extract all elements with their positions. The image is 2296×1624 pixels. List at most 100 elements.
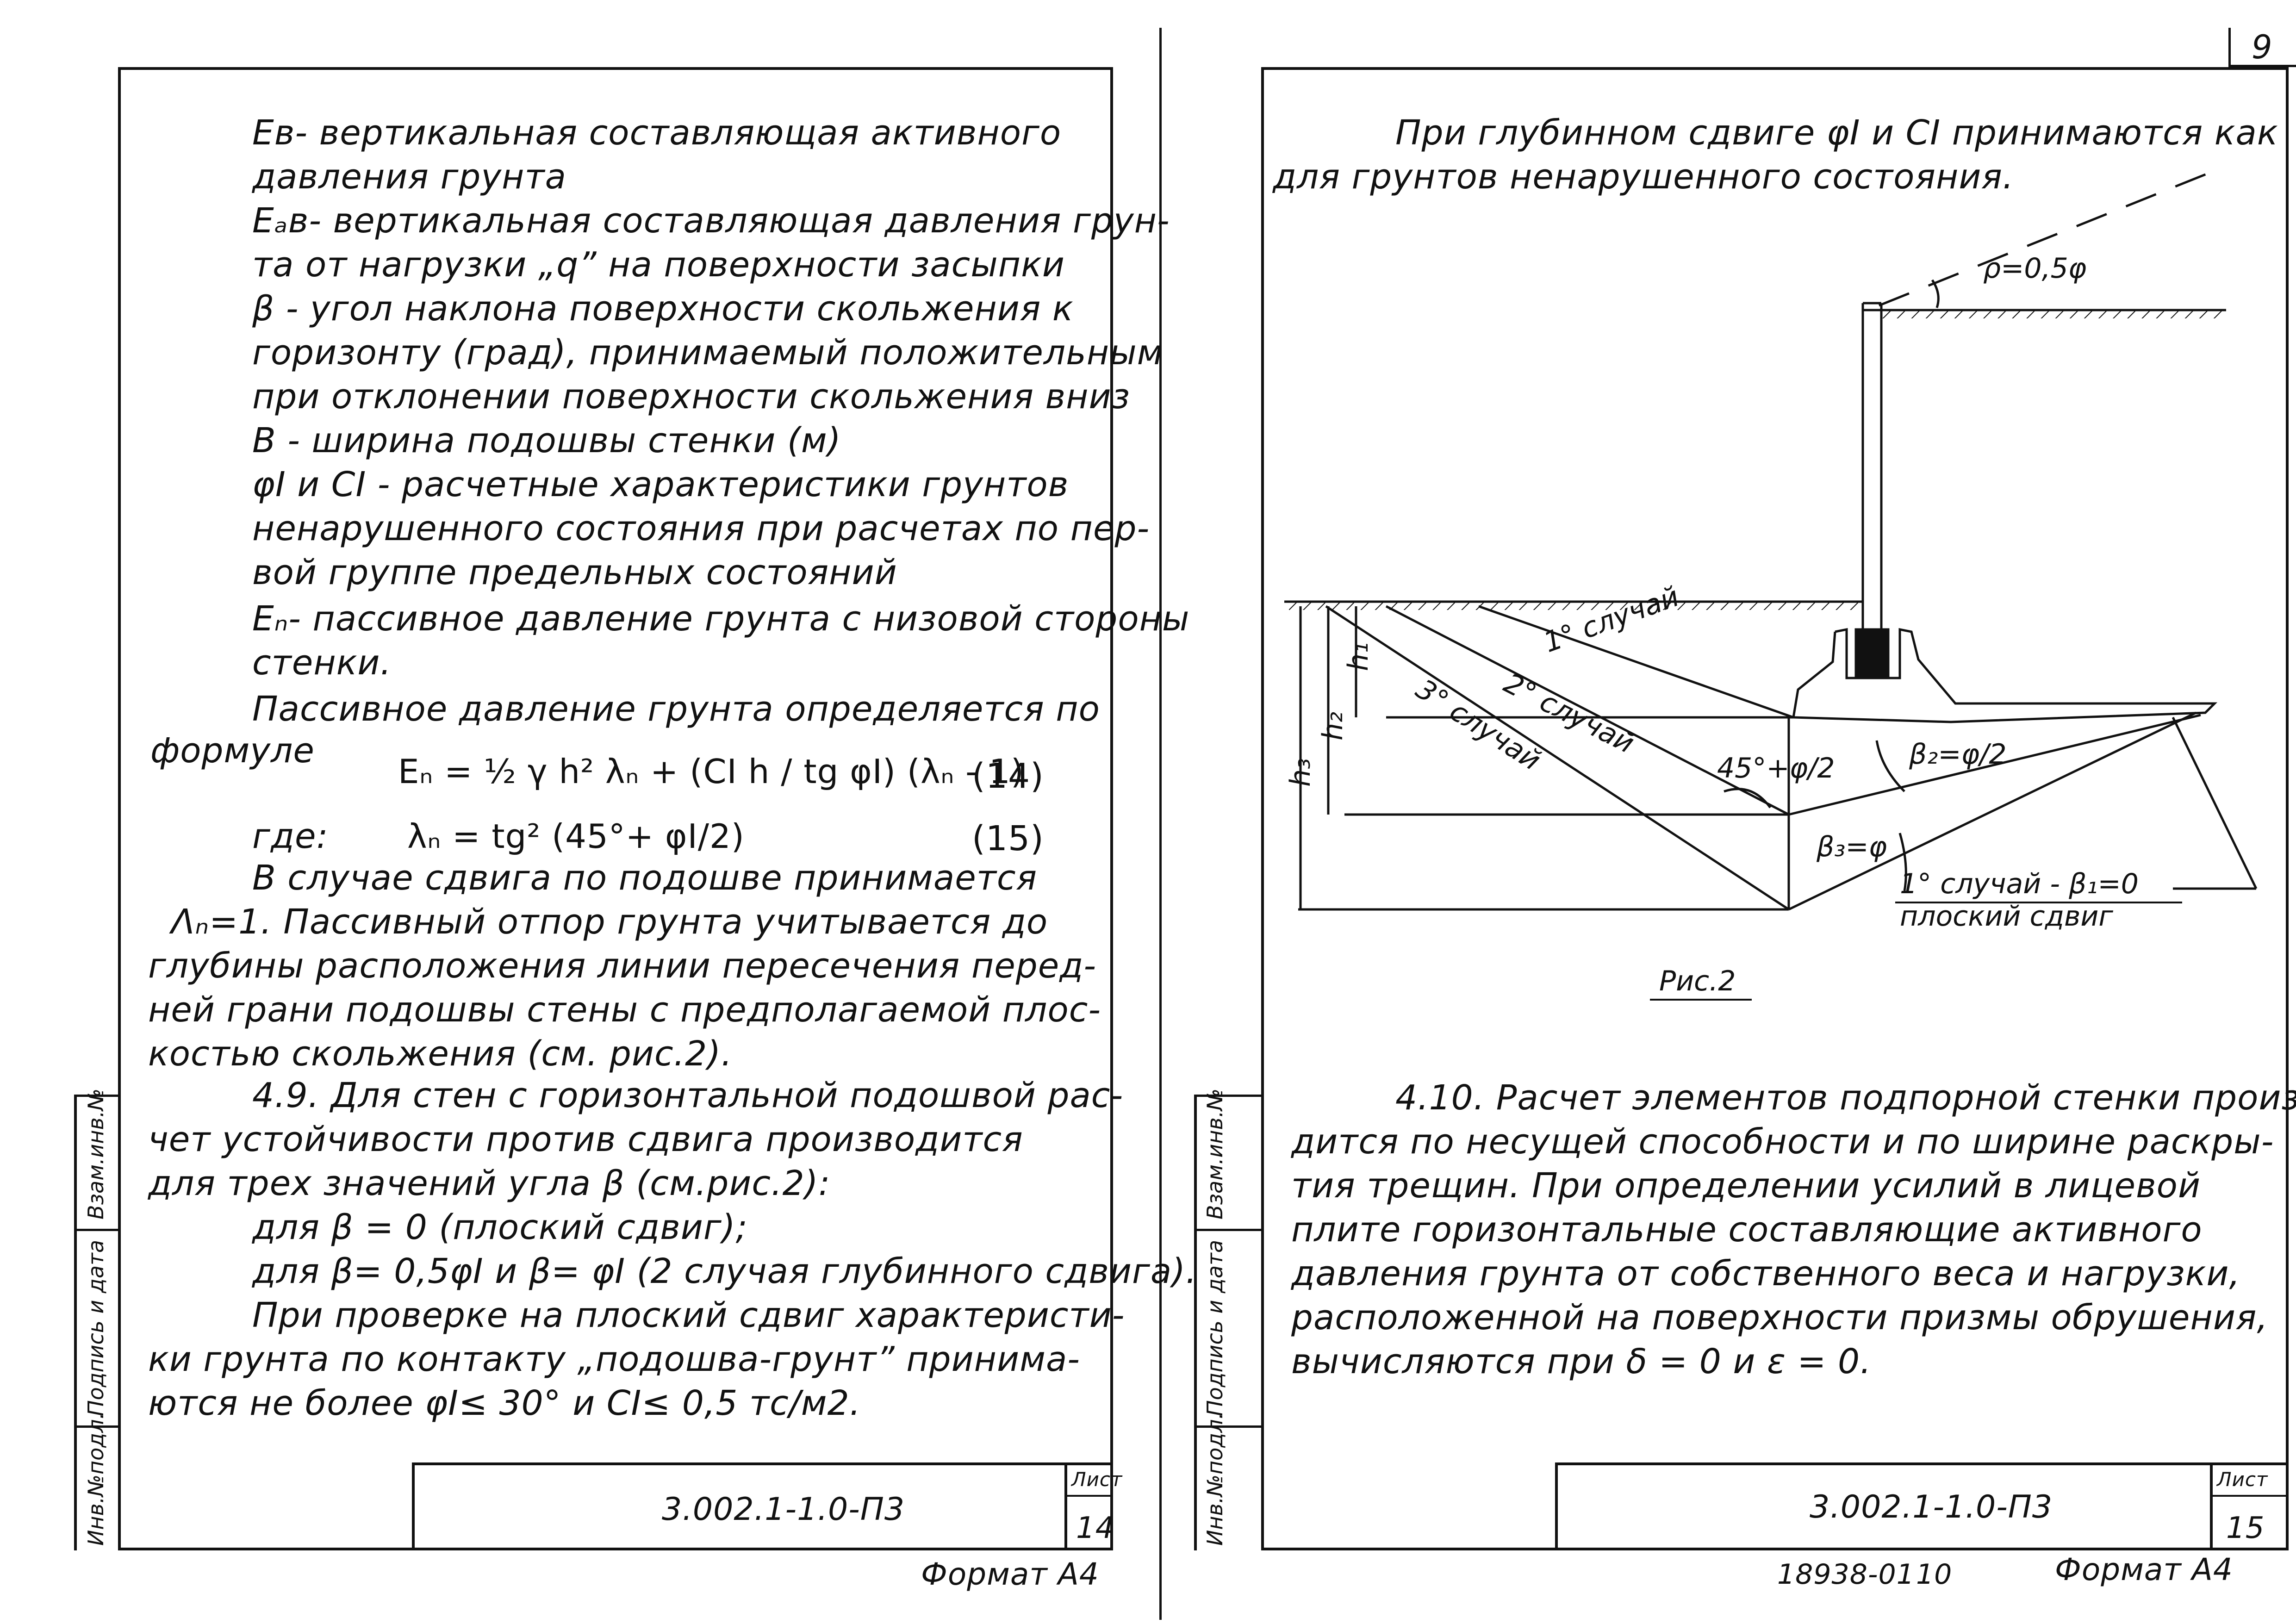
right-stamp-top [1555,1462,2289,1465]
slope-dashed-line [1879,172,2208,307]
right-sheet-label: Лист [2217,1468,2268,1491]
left-line: ются не более φΙ≤ 30° и CΙ≤ 0,5 тс/м2. [148,1383,861,1423]
right-sheet-number: 15 [2226,1511,2265,1545]
h3-label: h₃ [1284,758,1317,787]
left-format: Формат А4 [921,1556,1099,1592]
lower-ground-hatch [1289,602,1858,610]
left-line: При проверке на плоский сдвиг характерис… [252,1295,1125,1335]
case1-label: 1° случай [1539,580,1683,659]
right-line: вычисляются при δ = 0 и ε = 0. [1291,1342,1872,1381]
h1-label: h₁ [1342,642,1375,671]
left-line: В случае сдвига по подошве принимается [252,858,1038,898]
center-divider [1159,28,1162,1620]
left-line: Пассивное давление грунта определяется п… [252,689,1100,729]
figure-2-diagram: ρ=0,5φ 1° случай 2° случай 3° случай h₁ … [1284,172,2258,1001]
left-stamp-top [412,1462,1113,1465]
case2-slip-line [1385,605,1790,816]
left-line: Eₐв- вертикальная составляющая давления … [252,201,1170,241]
left-line: та от нагрузки „q” на поверхности засыпк… [252,245,1065,285]
right-side-label-signature: Подпись и дата [1202,1239,1227,1416]
formula-15: λₙ = tg² (45°+ φΙ/2) [407,817,745,856]
right-stamp-right-col [2210,1462,2213,1550]
beta2-ray [1788,714,2201,816]
left-side-label-replaced: Взам.инв.№ [83,1088,108,1220]
left-line: φΙ и CΙ - расчетные характеристики грунт… [252,465,1069,504]
left-line: глубины расположения линии пересечения п… [148,946,1097,986]
left-line: формуле [150,731,315,771]
right-side-label-inv: Инв.№подл. [1202,1412,1227,1546]
left-line: горизонту (град), принимаемый положитель… [252,333,1164,373]
left-side-label-signature: Подпись и дата [83,1239,108,1416]
right-page-frame [1261,67,2289,1550]
formula-14: Eₙ = ½ γ h² λₙ + (CΙ h / tg φΙ) (λₙ - 1) [398,752,1024,791]
left-line: ки грунта по контакту „подошва-грунт” пр… [148,1339,1081,1379]
page-number-bar [2228,28,2231,67]
page-number: 9 [2252,28,2273,66]
left-line: при отклонении поверхности скольжения вн… [252,377,1130,417]
right-format: Формат А4 [2055,1552,2233,1587]
right-side-label-replaced: Взам.инв.№ [1202,1088,1227,1220]
right-line: 4.10. Расчет элементов подпорной стенки … [1395,1078,2296,1118]
left-line: B - ширина подошвы стенки (м) [252,421,841,460]
h2-label: h₂ [1317,712,1349,740]
rho-arc [1931,279,1940,308]
case3-slip-line [1325,605,1790,911]
left-line: для β= 0,5φΙ и β= φΙ (2 случая глубинног… [252,1251,1197,1291]
left-stamp-code: 3.002.1-1.0-П3 [662,1491,905,1528]
right-stamp-code: 3.002.1-1.0-П3 [1810,1489,2053,1525]
right-bottom-number: 18938-01 [1777,1558,1915,1591]
right-stamp-left [1555,1462,1558,1550]
right-stamp-sheet-div [2210,1495,2289,1497]
left-side-strip-divider-2 [74,1229,120,1231]
top-ground-hatch [1881,310,2224,318]
left-line: стенки. [252,643,392,683]
left-side-label-inv: Инв.№подл. [83,1412,108,1546]
case1-note2: плоский сдвиг [1900,900,2113,933]
right-side-strip-divider-1 [1194,1095,1263,1097]
formula-15-number: (15) [972,819,1044,859]
beta3-ray [1788,711,2197,911]
rho-label: ρ=0,5φ [1983,252,2086,285]
left-line: для β = 0 (плоский сдвиг); [252,1207,748,1247]
right-side-strip-divider-3 [1194,1425,1263,1428]
right-side-strip-divider-2 [1194,1229,1263,1231]
left-line: β - угол наклона поверхности скольжения … [252,289,1074,329]
left-line: Eₙ- пассивное давление грунта с низовой … [252,599,1190,639]
base-right-slope [2172,716,2258,890]
left-line: 4.9. Для стен с горизонтальной подошвой … [252,1076,1124,1115]
left-page-frame [118,67,1113,1550]
left-side-strip-divider-3 [74,1425,120,1428]
case1-slip-line [1478,605,1794,719]
where-label: где: [252,816,329,856]
left-line: ненарушенного состояния при расчетах по … [252,509,1150,548]
right-line: давления грунта от собственного веса и н… [1291,1254,2240,1294]
wall-base-socket [1854,628,1890,677]
wall-base-outline [1792,628,2218,723]
left-line: для трех значений угла β (см.рис.2): [148,1164,831,1203]
beta3-label: β₃=φ [1816,831,1887,863]
left-line: чет устойчивости против сдвига производи… [148,1120,1023,1159]
right-line: плите горизонтальные составляющие активн… [1291,1210,2203,1250]
right-intro-line: При глубинном сдвиге φΙ и CΙ принимаются… [1395,113,2278,153]
left-sheet-label: Лист [1071,1468,1123,1491]
left-stamp-right-col [1064,1462,1067,1550]
beta2-arc [1875,740,1905,792]
left-line: костью скольжения (см. рис.2). [148,1034,733,1074]
right-line: расположенной на поверхности призмы обру… [1291,1298,2268,1338]
right-line: тия трещин. При определении усилий в лиц… [1291,1166,2201,1206]
right-line: дится по несущей способности и по ширине… [1291,1122,2274,1162]
left-side-strip-line [74,1095,77,1550]
left-line: Λₙ=1. Пассивный отпор грунта учитывается… [171,902,1048,942]
angle-45-arc [1724,788,1772,809]
left-line: давления грунта [252,157,566,197]
left-stamp-sheet-div [1064,1495,1113,1497]
right-intro-line: для грунтов ненарушенного состояния. [1273,157,2014,197]
figure-caption: Рис.2 [1659,965,1736,997]
left-stamp-left [412,1462,415,1550]
beta2-label: β₂=φ/2 [1909,738,2007,771]
left-line: Eв- вертикальная составляющая активного [252,113,1062,153]
right-bottom-number-2: 10 [1916,1558,1953,1591]
left-line: ней грани подошвы стены с предполагаемой… [148,990,1101,1030]
case1-note: 1° случай - β₁=0 [1900,868,2139,900]
formula-14-number: (14) [972,756,1044,796]
